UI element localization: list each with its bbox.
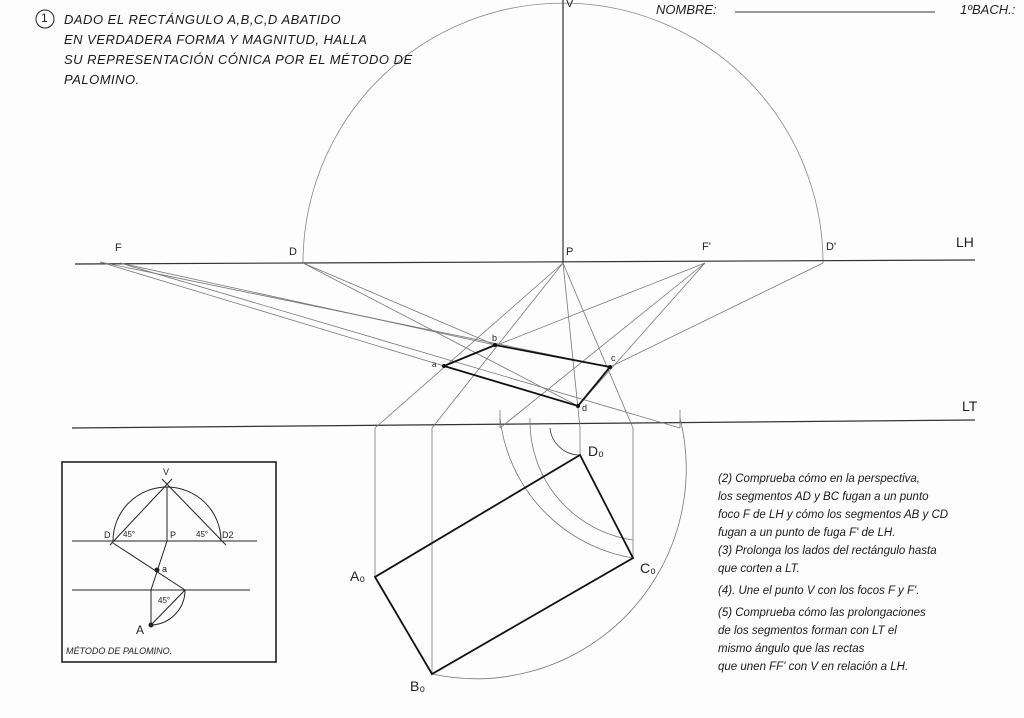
statement-line: DADO EL RECTÁNGULO A,B,C,D ABATIDO [64,12,342,27]
note-line: de los segmentos forman con LT el [718,625,897,637]
note-line: (5) Comprueba cómo las prolongaciones [718,607,926,619]
note-line: foco F de LH y cómo los segmentos AB y C… [718,509,949,521]
note-line: (2) Comprueba cómo en la perspectiva, [718,473,920,485]
note-line: (3) Prolonga los lados del rectángulo ha… [718,545,937,557]
note-line: mismo ángulo que las rectas [718,643,865,655]
statement-line: SU REPRESENTACIÓN CÓNICA POR EL MÉTODO D… [64,52,413,67]
label-C0: C₀ [640,560,656,576]
line-LT [71,419,976,429]
inset-label-D2: D2 [222,530,234,540]
label-c: c [611,353,616,363]
statement-line: EN VERDADERA FORMA Y MAGNITUD, HALLA [64,32,368,47]
inset-angle-left: 45° [123,530,136,539]
line-LH [74,259,976,265]
inset-label-A: A [136,623,145,637]
label-LT: LT [962,398,978,414]
statement-line: PALOMINO. [64,72,140,87]
perspective-rectangle [441,344,612,408]
label-D: D [289,246,297,258]
perspective-vertices [442,343,612,408]
name-label: NOMBRE: [656,2,717,17]
inset-label-a: a [162,564,168,574]
label-V: V [566,0,574,10]
exercise-number: 1 [41,11,48,25]
label-LH: LH [956,234,974,250]
inset-point-a [154,567,160,573]
label-D-prime: D' [826,241,837,253]
note-line: los segmentos AD y BC fugan a un punto [718,491,929,503]
label-F-prime: F' [702,241,711,253]
inset-angle-right: 45° [196,530,209,539]
instruction-notes: (2) Comprueba cómo en la perspectiva, lo… [718,470,1018,676]
note-line: (4). Une el punto V con los focos F y F'… [718,585,920,597]
exercise-statement: DADO EL RECTÁNGULO A,B,C,D ABATIDO EN VE… [64,10,413,90]
note-line: fugan a un punto de fuga F' de LH. [718,527,896,539]
inset-label-D: D [104,530,111,540]
inset-caption: MÉTODO DE PALOMINO. [66,646,173,656]
inset-label-V: V [163,467,170,477]
label-d: d [582,403,588,413]
label-A0: A₀ [350,568,366,584]
label-B0: B₀ [410,678,426,694]
inset-palomino [61,461,277,663]
note-line: que corten a LT. [718,563,800,575]
label-F: F [115,242,122,254]
inset-angle-bottom: 45° [158,596,171,605]
label-b: b [492,333,498,343]
course-label: 1ºBACH.: [960,2,1016,17]
note-line: que unen FF' con V en relación a LH. [718,661,909,673]
inset-point-A [148,622,154,628]
construction-lines [99,261,824,680]
exercise-number-circle [35,9,55,29]
label-P: P [566,246,574,258]
label-D0: D₀ [588,443,604,459]
label-a: a [432,360,437,369]
true-size-rectangle [373,453,635,676]
inset-label-P: P [170,530,177,540]
